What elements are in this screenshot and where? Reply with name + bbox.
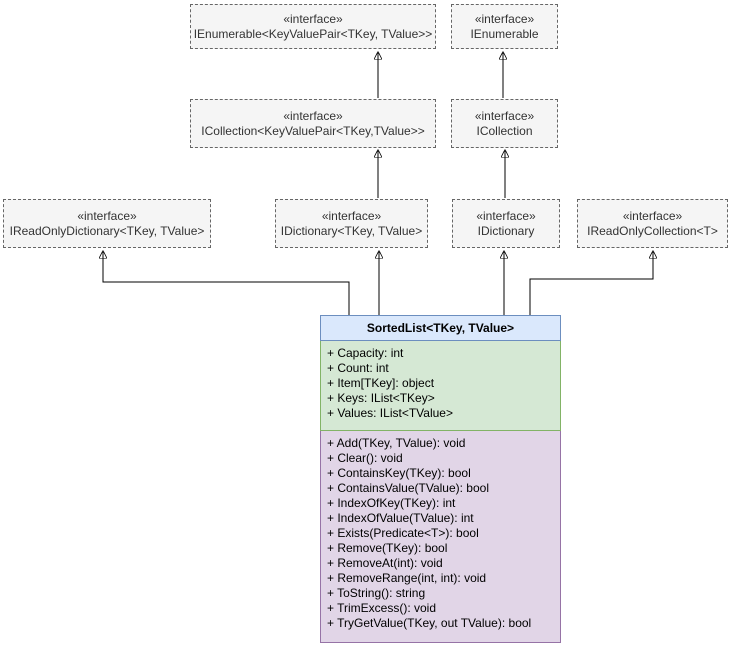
stereotype-label: «interface» [283, 11, 343, 26]
class-method: + RemoveAt(int): void [327, 556, 443, 570]
class-property: + Capacity: int [327, 346, 404, 360]
class-property: + Keys: IList<TKey> [327, 391, 435, 405]
stereotype-label: «interface» [77, 208, 137, 223]
interface-node-idictionary: «interface» IDictionary [452, 199, 560, 248]
interface-name: IReadOnlyDictionary<TKey, TValue> [9, 223, 205, 238]
class-method: + Add(TKey, TValue): void [327, 436, 466, 450]
class-node-sortedlist: SortedList<TKey, TValue> + Capacity: int… [320, 315, 561, 643]
interface-name: IDictionary [477, 223, 535, 238]
class-method: + Remove(TKey): bool [327, 541, 448, 555]
class-method: + RemoveRange(int, int): void [327, 571, 487, 585]
interface-node-ireadonlydictionary: «interface» IReadOnlyDictionary<TKey, TV… [3, 199, 211, 248]
interface-node-ireadonlycollection: «interface» IReadOnlyCollection<T> [577, 199, 728, 248]
interface-name: IReadOnlyCollection<T> [587, 223, 718, 238]
class-title: SortedList<TKey, TValue> [320, 315, 561, 341]
class-method: + ContainsKey(TKey): bool [327, 466, 471, 480]
class-method: + TrimExcess(): void [327, 601, 437, 615]
interface-name: ICollection<KeyValuePair<TKey,TValue>> [201, 123, 425, 138]
stereotype-label: «interface» [283, 108, 343, 123]
interface-node-ienumerable: «interface» IEnumerable [451, 4, 558, 49]
interface-node-icollection: «interface» ICollection [451, 99, 558, 148]
interface-node-icollection-kvp: «interface» ICollection<KeyValuePair<TKe… [190, 99, 436, 148]
interface-node-idictionary-generic: «interface» IDictionary<TKey, TValue> [275, 199, 428, 248]
stereotype-label: «interface» [622, 208, 683, 223]
class-method: + Clear(): void [327, 451, 403, 465]
stereotype-label: «interface» [321, 208, 382, 223]
class-method: + TryGetValue(TKey, out TValue): bool [327, 616, 532, 630]
arrow-sortedlist-to-ireadonlydictionary [103, 252, 350, 315]
class-method: + Exists(Predicate<T>): bool [327, 526, 479, 540]
interface-name: IEnumerable<KeyValuePair<TKey, TValue>> [193, 26, 433, 41]
class-method: + ContainsValue(TValue): bool [327, 481, 489, 495]
class-property: + Values: IList<TValue> [327, 406, 453, 420]
stereotype-label: «interface» [474, 108, 535, 123]
stereotype-label: «interface» [474, 11, 535, 26]
class-methods-compartment: + Add(TKey, TValue): void + Clear(): voi… [320, 431, 561, 643]
stereotype-label: «interface» [476, 208, 536, 223]
class-property: + Item[TKey]: object [327, 376, 435, 390]
class-method: + ToString(): string [327, 586, 426, 600]
arrow-sortedlist-to-ireadonlycollection [529, 252, 653, 315]
interface-name: ICollection [476, 123, 533, 138]
class-properties-compartment: + Capacity: int + Count: int + Item[TKey… [320, 341, 561, 431]
interface-name: IDictionary<TKey, TValue> [280, 223, 423, 238]
interface-name: IEnumerable [470, 26, 539, 41]
class-method: + IndexOfKey(TKey): int [327, 496, 456, 510]
class-method: + IndexOfValue(TValue): int [327, 511, 474, 525]
interface-node-ienumerable-kvp: «interface» IEnumerable<KeyValuePair<TKe… [190, 4, 436, 49]
class-property: + Count: int [327, 361, 389, 375]
